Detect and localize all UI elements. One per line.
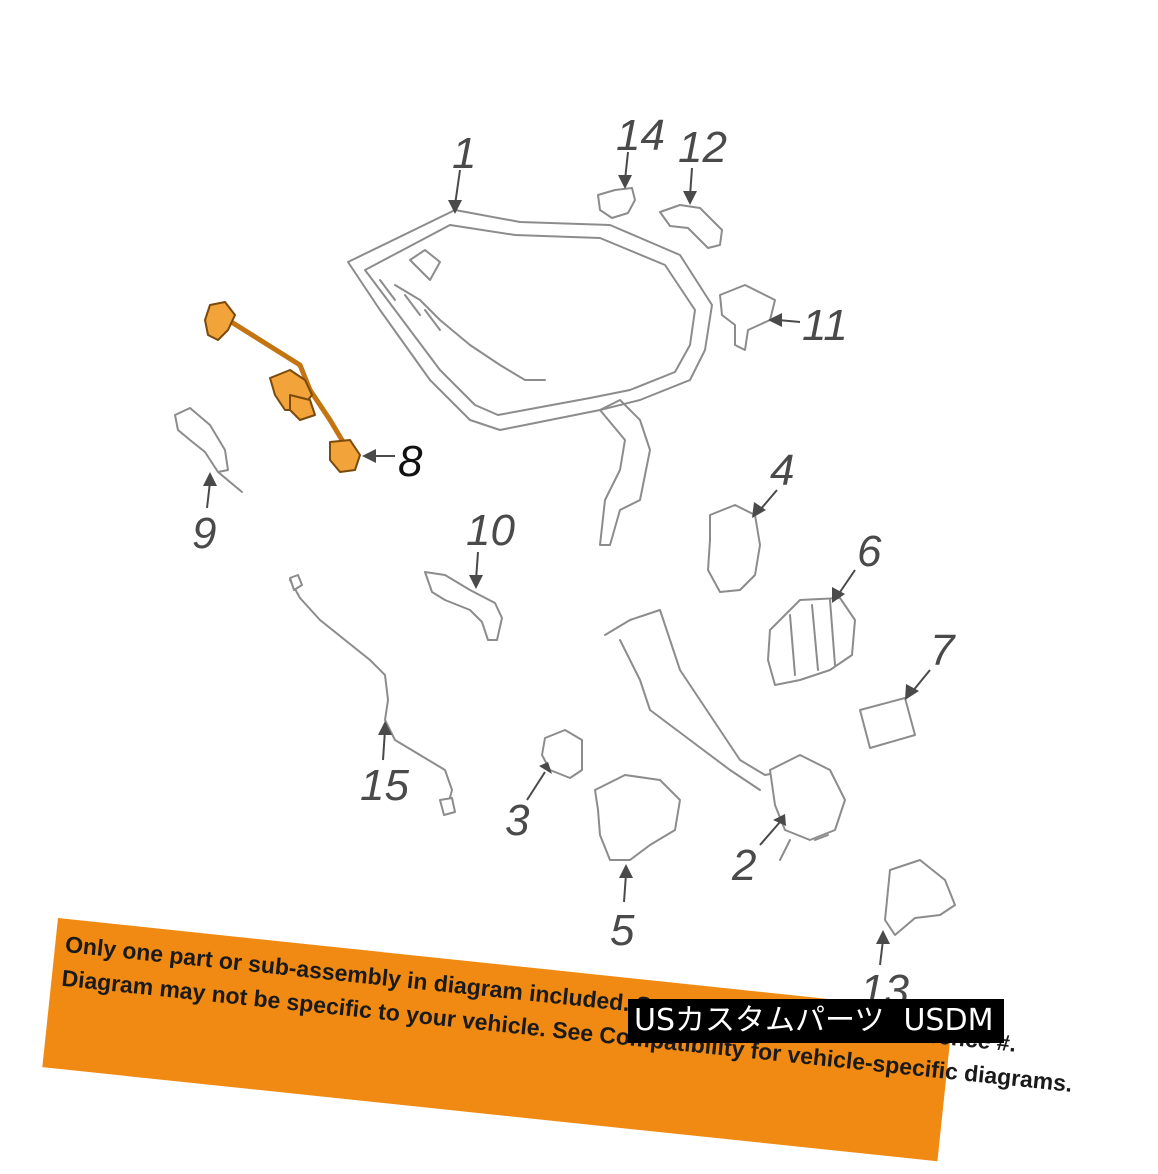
callout-5: 5 xyxy=(610,906,635,955)
callout-2: 2 xyxy=(731,841,756,890)
part-8-highlighted-harness xyxy=(204,301,361,473)
callout-9: 9 xyxy=(192,509,216,558)
callout-1: 1 xyxy=(452,129,476,178)
part-10-bracket xyxy=(424,571,503,641)
shop-badge: USカスタムパーツ USDM xyxy=(628,999,1004,1043)
part-5-motor xyxy=(594,774,681,861)
part-4-latch xyxy=(707,504,761,593)
callout-7: 7 xyxy=(930,626,956,675)
callout-12: 12 xyxy=(678,123,727,172)
part-7-module xyxy=(859,697,916,749)
callout-15: 15 xyxy=(360,761,409,810)
callout-4: 4 xyxy=(770,446,794,495)
callout-8: 8 xyxy=(398,437,423,486)
part-14-cap xyxy=(597,187,636,219)
part-12-bracket xyxy=(659,204,723,249)
callout-14: 14 xyxy=(616,111,665,160)
part-2-hydraulic-lines xyxy=(604,609,846,861)
part-15-cable xyxy=(289,574,456,816)
part-1-top-frame xyxy=(347,209,713,546)
callout-6: 6 xyxy=(857,527,882,576)
part-11-plate xyxy=(719,284,776,351)
callout-10: 10 xyxy=(466,506,515,555)
part-13-plate xyxy=(884,859,956,936)
leader-lines xyxy=(203,151,931,966)
part-9-hinge xyxy=(174,407,243,493)
part-3-bracket xyxy=(541,729,583,779)
callout-3: 3 xyxy=(505,796,530,845)
part-6-pump xyxy=(767,597,856,686)
callout-11: 11 xyxy=(802,301,848,350)
